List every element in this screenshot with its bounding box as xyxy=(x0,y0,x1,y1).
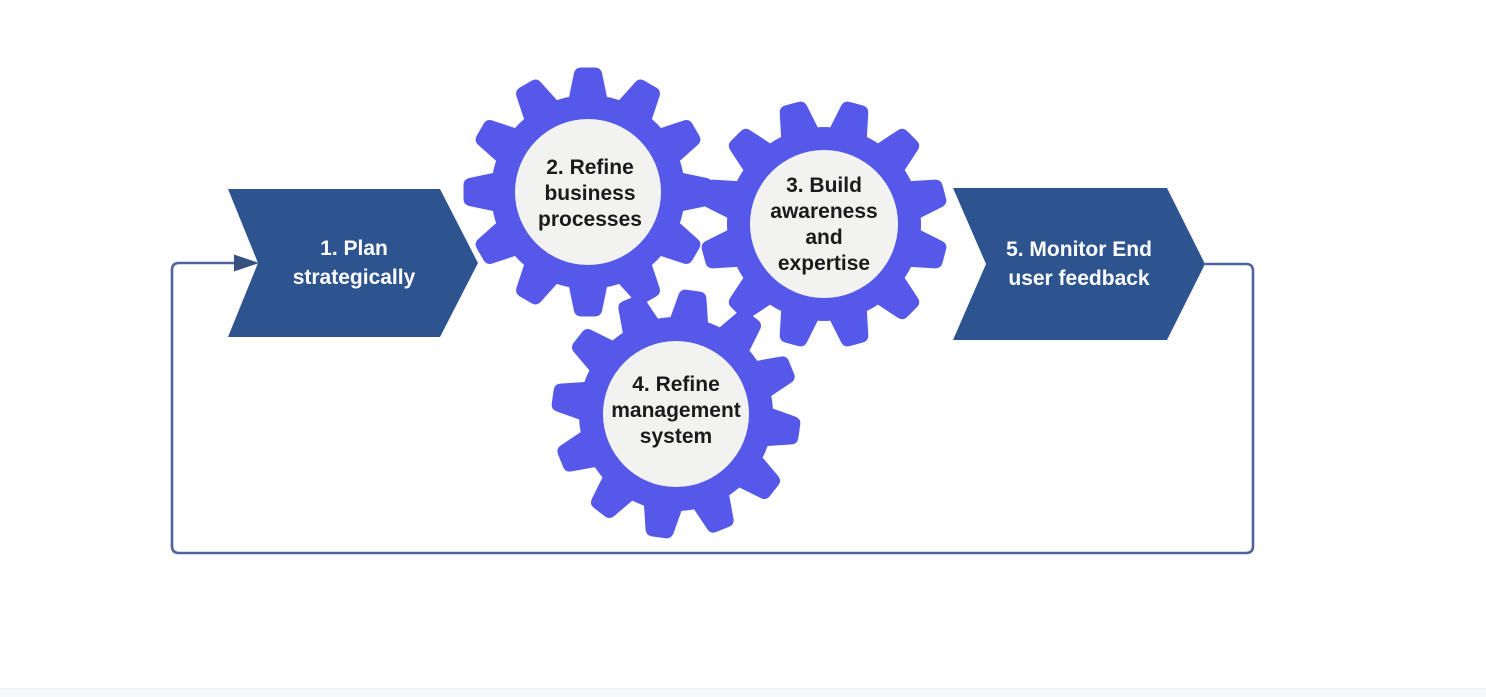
feedback-loop-connector xyxy=(170,261,1255,555)
connector-arrowhead-icon xyxy=(234,254,259,272)
bottom-page-edge xyxy=(0,688,1486,697)
step-3-gear-center xyxy=(750,150,898,298)
step-5-chevron-arrow-shape xyxy=(953,188,1205,340)
step-2-gear-center xyxy=(515,119,661,265)
step-4-gear-center xyxy=(603,341,749,487)
step-1-chevron-arrow-shape xyxy=(228,189,478,337)
